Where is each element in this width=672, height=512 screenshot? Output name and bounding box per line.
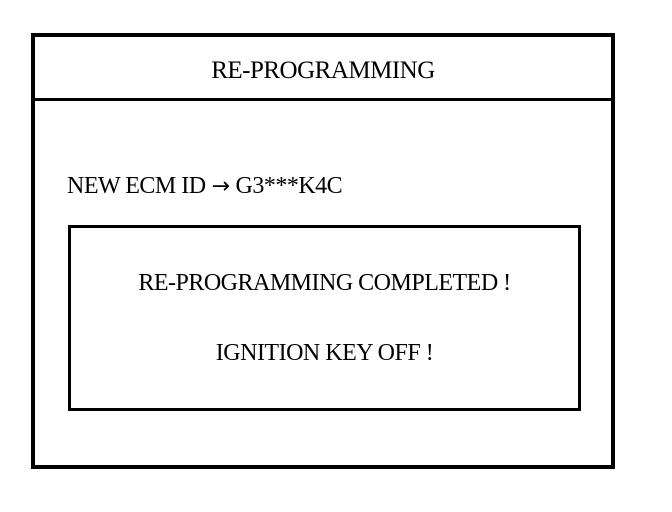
status-message-box: RE-PROGRAMMING COMPLETED ! IGNITION KEY … xyxy=(68,225,581,411)
completion-message: RE-PROGRAMMING COMPLETED ! xyxy=(138,270,511,296)
ignition-instruction: IGNITION KEY OFF ! xyxy=(215,340,434,366)
ecm-id-label: NEW ECM ID xyxy=(67,173,206,199)
arrow-right-icon: → xyxy=(211,174,230,199)
screen-title: RE-PROGRAMMING xyxy=(211,56,435,84)
title-bar: RE-PROGRAMMING xyxy=(35,37,611,101)
reprogramming-screen: RE-PROGRAMMING NEW ECM ID → G3***K4C RE-… xyxy=(31,33,615,469)
ecm-id-line: NEW ECM ID → G3***K4C xyxy=(67,173,343,200)
ecm-id-value: G3***K4C xyxy=(235,173,343,199)
